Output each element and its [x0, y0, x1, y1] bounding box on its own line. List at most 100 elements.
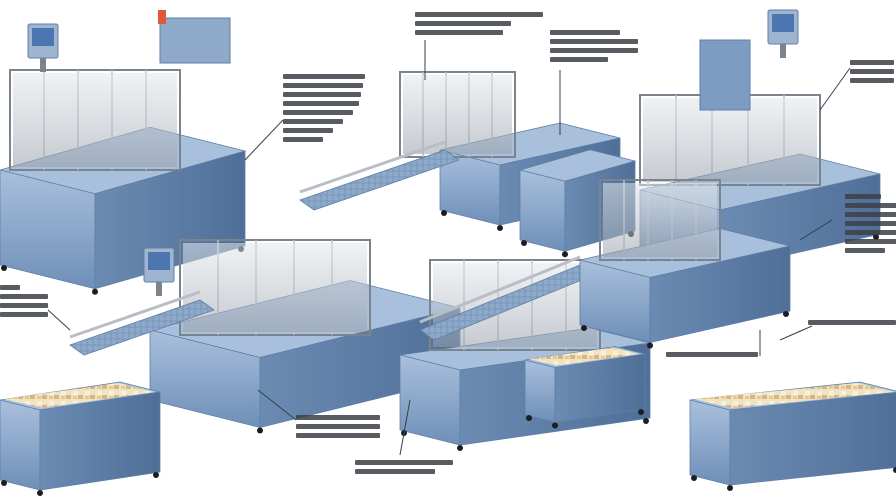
callout-top-right-b — [850, 60, 894, 83]
machine1-frame — [9, 69, 181, 171]
crate-left-product — [4, 383, 154, 408]
callout-line — [845, 203, 896, 208]
machine-filler-top-left — [0, 10, 247, 295]
callout-line — [850, 60, 894, 65]
callout-leader-bottom-center-a — [257, 389, 297, 421]
crate-right-foot — [893, 467, 896, 473]
crate-right-front — [689, 399, 731, 486]
crate-center-product — [529, 347, 639, 366]
machine3-tower-foot — [562, 251, 568, 258]
machine5-base-front — [399, 354, 461, 446]
machine-conveyor-middle — [69, 239, 461, 434]
machine2-base-foot — [441, 210, 447, 216]
callout-line — [296, 433, 380, 438]
callout-line — [283, 74, 365, 79]
machine4-frame-guard — [183, 243, 367, 332]
machine6-base-foot — [783, 311, 789, 317]
crate-center-side — [554, 353, 646, 423]
callout-line — [0, 285, 20, 290]
crate-left-foot — [1, 480, 7, 486]
callout-line — [845, 221, 896, 226]
callout-line — [415, 21, 511, 26]
machine4-base-foot — [257, 427, 263, 434]
machine3-control-panel-post — [780, 44, 786, 58]
machine6-frame — [599, 179, 721, 261]
machine3-cabinet — [699, 39, 751, 111]
machine2-conveyor-rail — [299, 140, 446, 194]
callout-bottom-center-a — [296, 415, 380, 438]
product-crates — [0, 346, 896, 496]
callout-line — [283, 92, 361, 97]
crate-left-foot — [153, 472, 159, 478]
callout-bottom-right — [666, 352, 758, 357]
machine1-base-foot — [92, 288, 98, 295]
machine4-conveyor — [69, 299, 215, 356]
machine3-base-foot — [873, 234, 879, 240]
crate-left-side — [39, 391, 161, 491]
crate-left-foot — [37, 490, 43, 496]
machine6-frame-guard — [603, 183, 717, 257]
machine-cartoner-right — [579, 179, 791, 349]
callout-line — [355, 469, 435, 474]
machine5-base-foot — [643, 418, 649, 424]
machine1-frame-guard — [13, 73, 177, 167]
machine4-conveyor-rail — [69, 290, 201, 339]
machine1-beacon — [158, 10, 166, 24]
callout-line — [415, 12, 543, 17]
callout-line — [283, 137, 323, 142]
callout-line — [666, 352, 758, 357]
machine3-tower-front — [519, 169, 566, 252]
callout-leader-bottom-center-b — [399, 399, 411, 456]
machine1-hopper — [159, 17, 231, 64]
crate-center-foot — [526, 415, 532, 421]
callout-line — [415, 30, 503, 35]
machine4-frame — [179, 239, 371, 336]
callout-line — [0, 303, 48, 308]
callout-line — [283, 119, 343, 124]
callout-line — [845, 248, 885, 253]
callout-right-lower — [808, 320, 896, 325]
machine6-base-foot — [581, 325, 587, 331]
callout-top-right-a — [550, 30, 638, 62]
crate-center-front — [524, 359, 556, 424]
callout-line — [808, 320, 896, 325]
machine-packer-front-center — [399, 255, 651, 451]
callout-line — [850, 78, 894, 83]
callout-line — [845, 194, 881, 199]
machine2-frame — [399, 71, 516, 158]
callout-line — [850, 69, 894, 74]
callout-line — [283, 101, 359, 106]
callout-line — [845, 212, 896, 217]
callout-leader-left-upper — [244, 119, 284, 161]
machine3-frame-guard — [643, 98, 817, 182]
callout-leader-top-right-b — [819, 67, 851, 111]
machine2-frame-guard — [403, 75, 512, 154]
crate-center-foot — [638, 409, 644, 415]
crate-center-foot — [552, 422, 558, 429]
machine3-tower-foot — [521, 240, 527, 246]
callout-left-middle — [0, 285, 48, 317]
callout-top-center — [415, 12, 543, 35]
crate-left-front — [0, 399, 41, 491]
callout-line — [283, 83, 363, 88]
machine1-control-panel-post — [40, 58, 46, 72]
callout-line — [550, 30, 620, 35]
callout-leader-left-middle — [47, 309, 71, 331]
callout-line — [845, 239, 896, 244]
machine1-control-panel-screen — [32, 28, 54, 46]
callout-line — [550, 39, 638, 44]
crate-right-product — [694, 383, 894, 408]
machine2-base-foot — [497, 225, 503, 231]
crate-right-side — [729, 392, 896, 486]
machine6-base-foot — [647, 342, 653, 349]
callout-right-middle — [845, 194, 896, 253]
machine1-base-foot — [1, 265, 7, 271]
callout-leader-right-middle — [799, 219, 833, 241]
callout-line — [0, 312, 48, 317]
callout-line — [845, 230, 896, 235]
machine4-control-panel-screen — [148, 252, 170, 270]
callout-line — [355, 460, 453, 465]
callout-line — [283, 128, 333, 133]
